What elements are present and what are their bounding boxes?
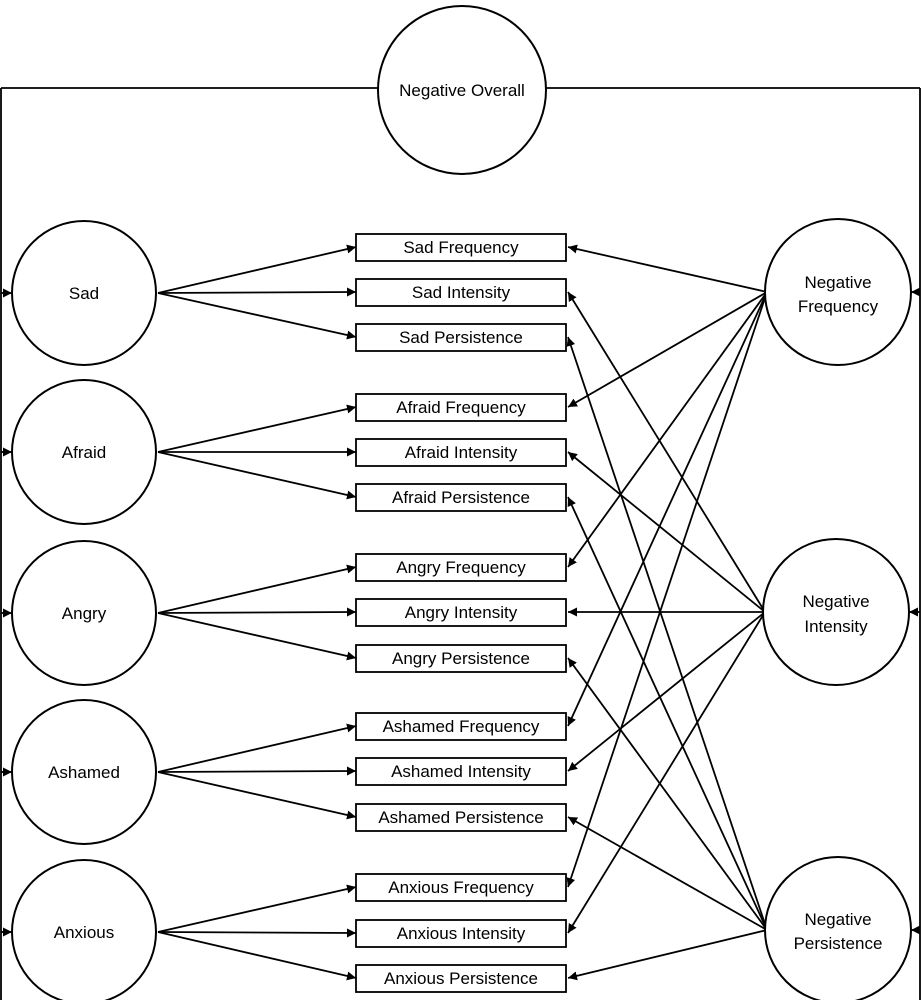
edge-anxious-to-persistence xyxy=(157,931,357,981)
indicator-sad-persistence: Sad Persistence xyxy=(355,323,567,352)
edge-intensity-to-anxious xyxy=(567,611,766,934)
indicator-sad-frequency: Sad Frequency xyxy=(355,233,567,262)
indicator-afraid-persistence-label: Afraid Persistence xyxy=(392,488,530,507)
factor-afraid-label: Afraid xyxy=(62,443,106,462)
indicator-anxious-intensity-label: Anxious Intensity xyxy=(397,924,526,943)
factor-angry: Angry xyxy=(11,540,157,686)
factor-negative-persistence: Negative Persistence xyxy=(764,856,912,1000)
edge-frequency-to-ashamed xyxy=(567,291,768,727)
factor-afraid: Afraid xyxy=(11,379,157,525)
indicator-anxious-frequency-label: Anxious Frequency xyxy=(388,878,534,897)
indicator-sad-frequency-label: Sad Frequency xyxy=(403,238,519,257)
edge-sad-to-persistence xyxy=(157,292,357,340)
indicator-anxious-frequency: Anxious Frequency xyxy=(355,873,567,902)
edge-anxious-to-frequency xyxy=(157,884,357,933)
indicator-anxious-intensity: Anxious Intensity xyxy=(355,919,567,948)
edge-anxious-to-intensity xyxy=(157,928,357,938)
indicator-anxious-persistence-label: Anxious Persistence xyxy=(384,969,538,988)
edge-ashamed-to-intensity xyxy=(157,766,357,776)
edge-persistence-to-ashamed xyxy=(567,816,768,931)
indicator-afraid-intensity: Afraid Intensity xyxy=(355,438,567,467)
edge-afraid-to-persistence xyxy=(157,451,357,500)
indicator-sad-intensity: Sad Intensity xyxy=(355,278,567,307)
indicator-anxious-persistence: Anxious Persistence xyxy=(355,964,567,993)
indicator-sad-intensity-label: Sad Intensity xyxy=(412,283,511,302)
edge-ashamed-to-frequency xyxy=(157,723,357,773)
factor-anxious-label: Anxious xyxy=(54,923,114,942)
edges-layer xyxy=(0,87,921,1000)
edge-sad-to-frequency xyxy=(157,244,357,294)
factor-negative-overall-label: Negative Overall xyxy=(399,81,525,100)
factor-ashamed-label: Ashamed xyxy=(48,763,120,782)
edge-persistence-to-anxious xyxy=(567,929,768,981)
indicator-ashamed-intensity-label: Ashamed Intensity xyxy=(391,762,531,781)
indicator-afraid-intensity-label: Afraid Intensity xyxy=(405,443,518,462)
indicator-ashamed-frequency: Ashamed Frequency xyxy=(355,712,567,741)
factor-sad-label: Sad xyxy=(69,284,99,303)
indicator-angry-persistence-label: Angry Persistence xyxy=(392,649,530,668)
indicator-ashamed-frequency-label: Ashamed Frequency xyxy=(383,717,540,736)
edge-frequency-to-afraid xyxy=(567,291,768,408)
factor-negative-frequency: Negative Frequency xyxy=(764,218,912,366)
factor-negative-persistence-label-line1: Negative xyxy=(804,910,871,929)
edge-angry-to-intensity xyxy=(157,607,357,617)
factor-negative-frequency-label-line1: Negative xyxy=(804,273,871,292)
indicator-afraid-frequency: Afraid Frequency xyxy=(355,393,567,422)
edge-persistence-to-afraid xyxy=(567,496,768,931)
indicator-angry-intensity-label: Angry Intensity xyxy=(405,603,518,622)
factor-angry-label: Angry xyxy=(62,604,107,623)
edge-afraid-to-frequency xyxy=(157,404,357,453)
factor-ashamed: Ashamed xyxy=(11,699,157,845)
indicator-angry-intensity: Angry Intensity xyxy=(355,598,567,627)
indicator-angry-frequency-label: Angry Frequency xyxy=(396,558,526,577)
factor-anxious: Anxious xyxy=(11,859,157,1000)
edge-intensity-to-ashamed xyxy=(567,611,766,772)
edge-intensity-to-afraid xyxy=(567,451,766,613)
factor-negative-intensity: Negative Intensity xyxy=(762,538,910,686)
indicator-sad-persistence-label: Sad Persistence xyxy=(399,328,523,347)
indicator-ashamed-persistence-label: Ashamed Persistence xyxy=(378,808,543,827)
indicator-angry-frequency: Angry Frequency xyxy=(355,553,567,582)
indicator-ashamed-persistence: Ashamed Persistence xyxy=(355,803,567,832)
edge-persistence-to-angry xyxy=(567,657,768,931)
factor-negative-intensity-label-line1: Negative xyxy=(802,592,869,611)
indicator-angry-persistence: Angry Persistence xyxy=(355,644,567,673)
edge-angry-to-persistence xyxy=(157,612,357,661)
edge-ashamed-to-persistence xyxy=(157,771,357,820)
edge-frequency-to-anxious xyxy=(566,291,768,888)
factor-negative-intensity-label-line2: Intensity xyxy=(804,617,868,636)
factor-negative-overall: Negative Overall xyxy=(377,5,547,175)
edge-intensity-to-sad xyxy=(567,291,766,613)
factor-sad: Sad xyxy=(11,220,157,366)
edge-angry-to-frequency xyxy=(157,564,357,614)
factor-negative-persistence-label-line2: Persistence xyxy=(794,934,883,953)
edge-frequency-to-sad xyxy=(567,244,768,293)
edge-sad-to-intensity xyxy=(157,287,357,297)
factor-negative-frequency-label-line2: Frequency xyxy=(798,297,879,316)
indicator-afraid-persistence: Afraid Persistence xyxy=(355,483,567,512)
edge-persistence-to-sad xyxy=(566,336,768,931)
indicator-afraid-frequency-label: Afraid Frequency xyxy=(396,398,526,417)
edge-frequency-to-angry xyxy=(567,291,768,568)
indicator-ashamed-intensity: Ashamed Intensity xyxy=(355,757,567,786)
